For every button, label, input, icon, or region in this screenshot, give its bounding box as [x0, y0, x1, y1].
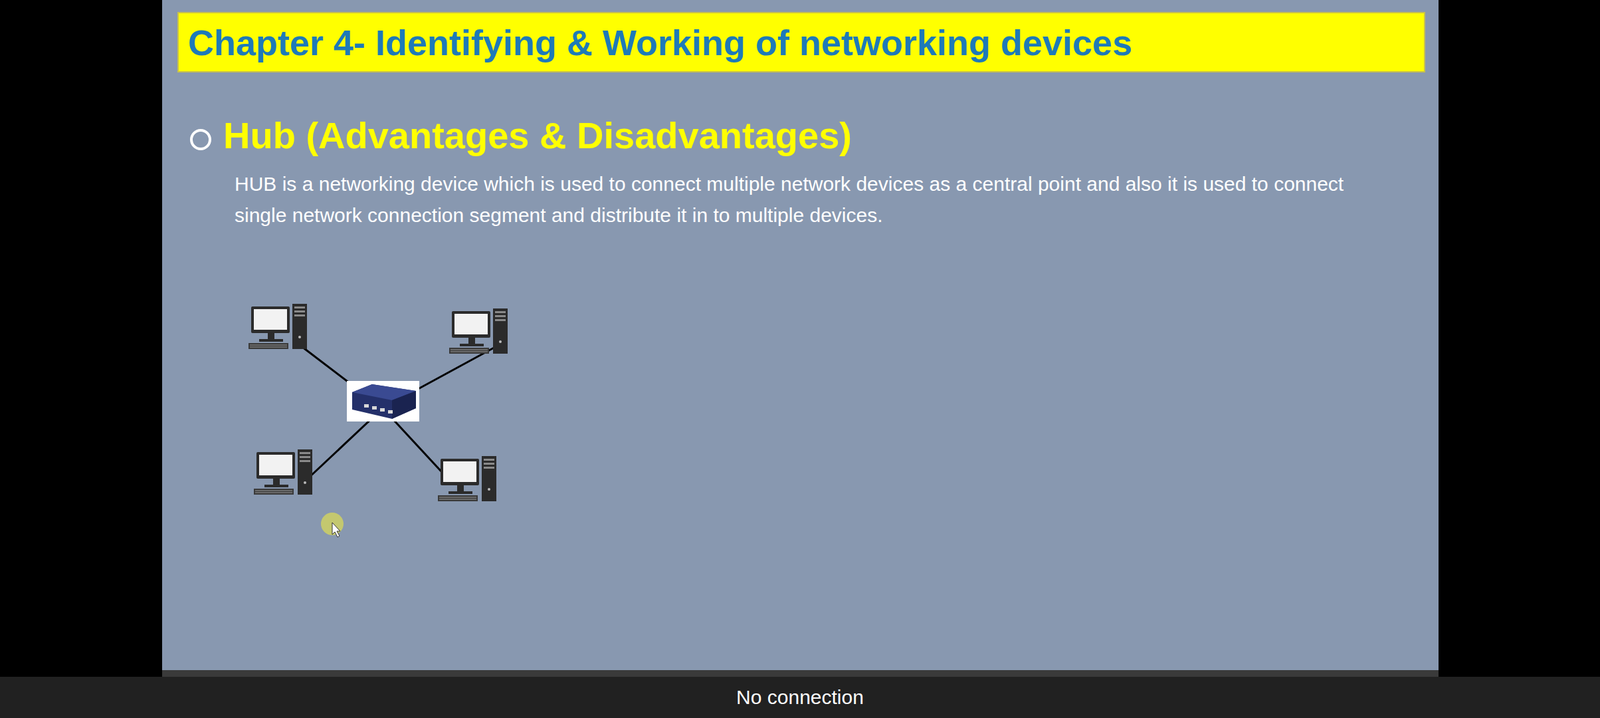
computer-icon: [253, 449, 313, 495]
status-message: No connection: [600, 683, 1000, 710]
body-text: HUB is a networking device which is used…: [234, 168, 1391, 231]
mouse-cursor: [320, 512, 344, 537]
section-heading: Hub (Advantages & Disadvantages): [223, 112, 1420, 158]
title-banner: Chapter 4- Identifying & Working of netw…: [177, 11, 1426, 73]
bullet-circle: [191, 130, 210, 149]
computer-icon: [449, 308, 508, 354]
computer-icon: [248, 303, 307, 349]
status-bar: [0, 676, 1600, 718]
slide-background: [162, 0, 1439, 677]
slide-title: Chapter 4- Identifying & Working of netw…: [188, 21, 1133, 64]
hub-device: [346, 380, 420, 422]
computer-icon: [437, 455, 497, 501]
slide-footer-bar: [162, 669, 1439, 677]
